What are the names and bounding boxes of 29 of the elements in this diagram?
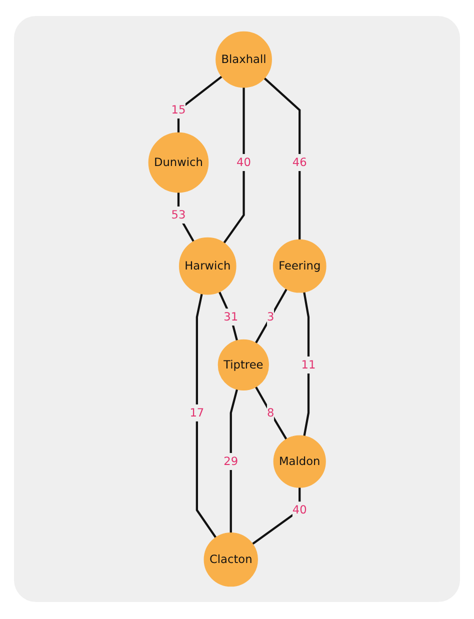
connector	[222, 87, 244, 244]
connector	[218, 291, 238, 341]
node-circle: Tiptree	[218, 339, 269, 391]
edge-label: 53	[170, 208, 186, 222]
edge-label: 11	[300, 358, 316, 372]
node-circle: Blaxhall	[215, 31, 272, 88]
connector	[254, 386, 287, 440]
edge-label: 40	[236, 155, 251, 169]
connector	[177, 76, 222, 133]
connector	[252, 487, 300, 545]
connector	[302, 292, 310, 436]
connector	[196, 294, 216, 538]
edge-label: 3	[266, 310, 274, 324]
node-circle: Feering	[272, 239, 326, 293]
edge-label: 15	[170, 102, 186, 116]
edge-label: 17	[189, 406, 204, 420]
node-circle: Dunwich	[148, 132, 208, 193]
node-circle: Harwich	[178, 237, 236, 295]
edge-label: 46	[292, 155, 306, 169]
connector	[263, 77, 300, 240]
edge-label: 40	[292, 503, 306, 517]
edge-label: 31	[223, 310, 238, 324]
connector	[229, 389, 238, 533]
connector	[254, 288, 288, 344]
edge-label: 8	[266, 406, 274, 420]
connector	[177, 192, 194, 242]
node-circle: Maldon	[273, 435, 326, 488]
edge-label: 29	[223, 454, 238, 468]
node-circle: Clacton	[203, 532, 258, 587]
